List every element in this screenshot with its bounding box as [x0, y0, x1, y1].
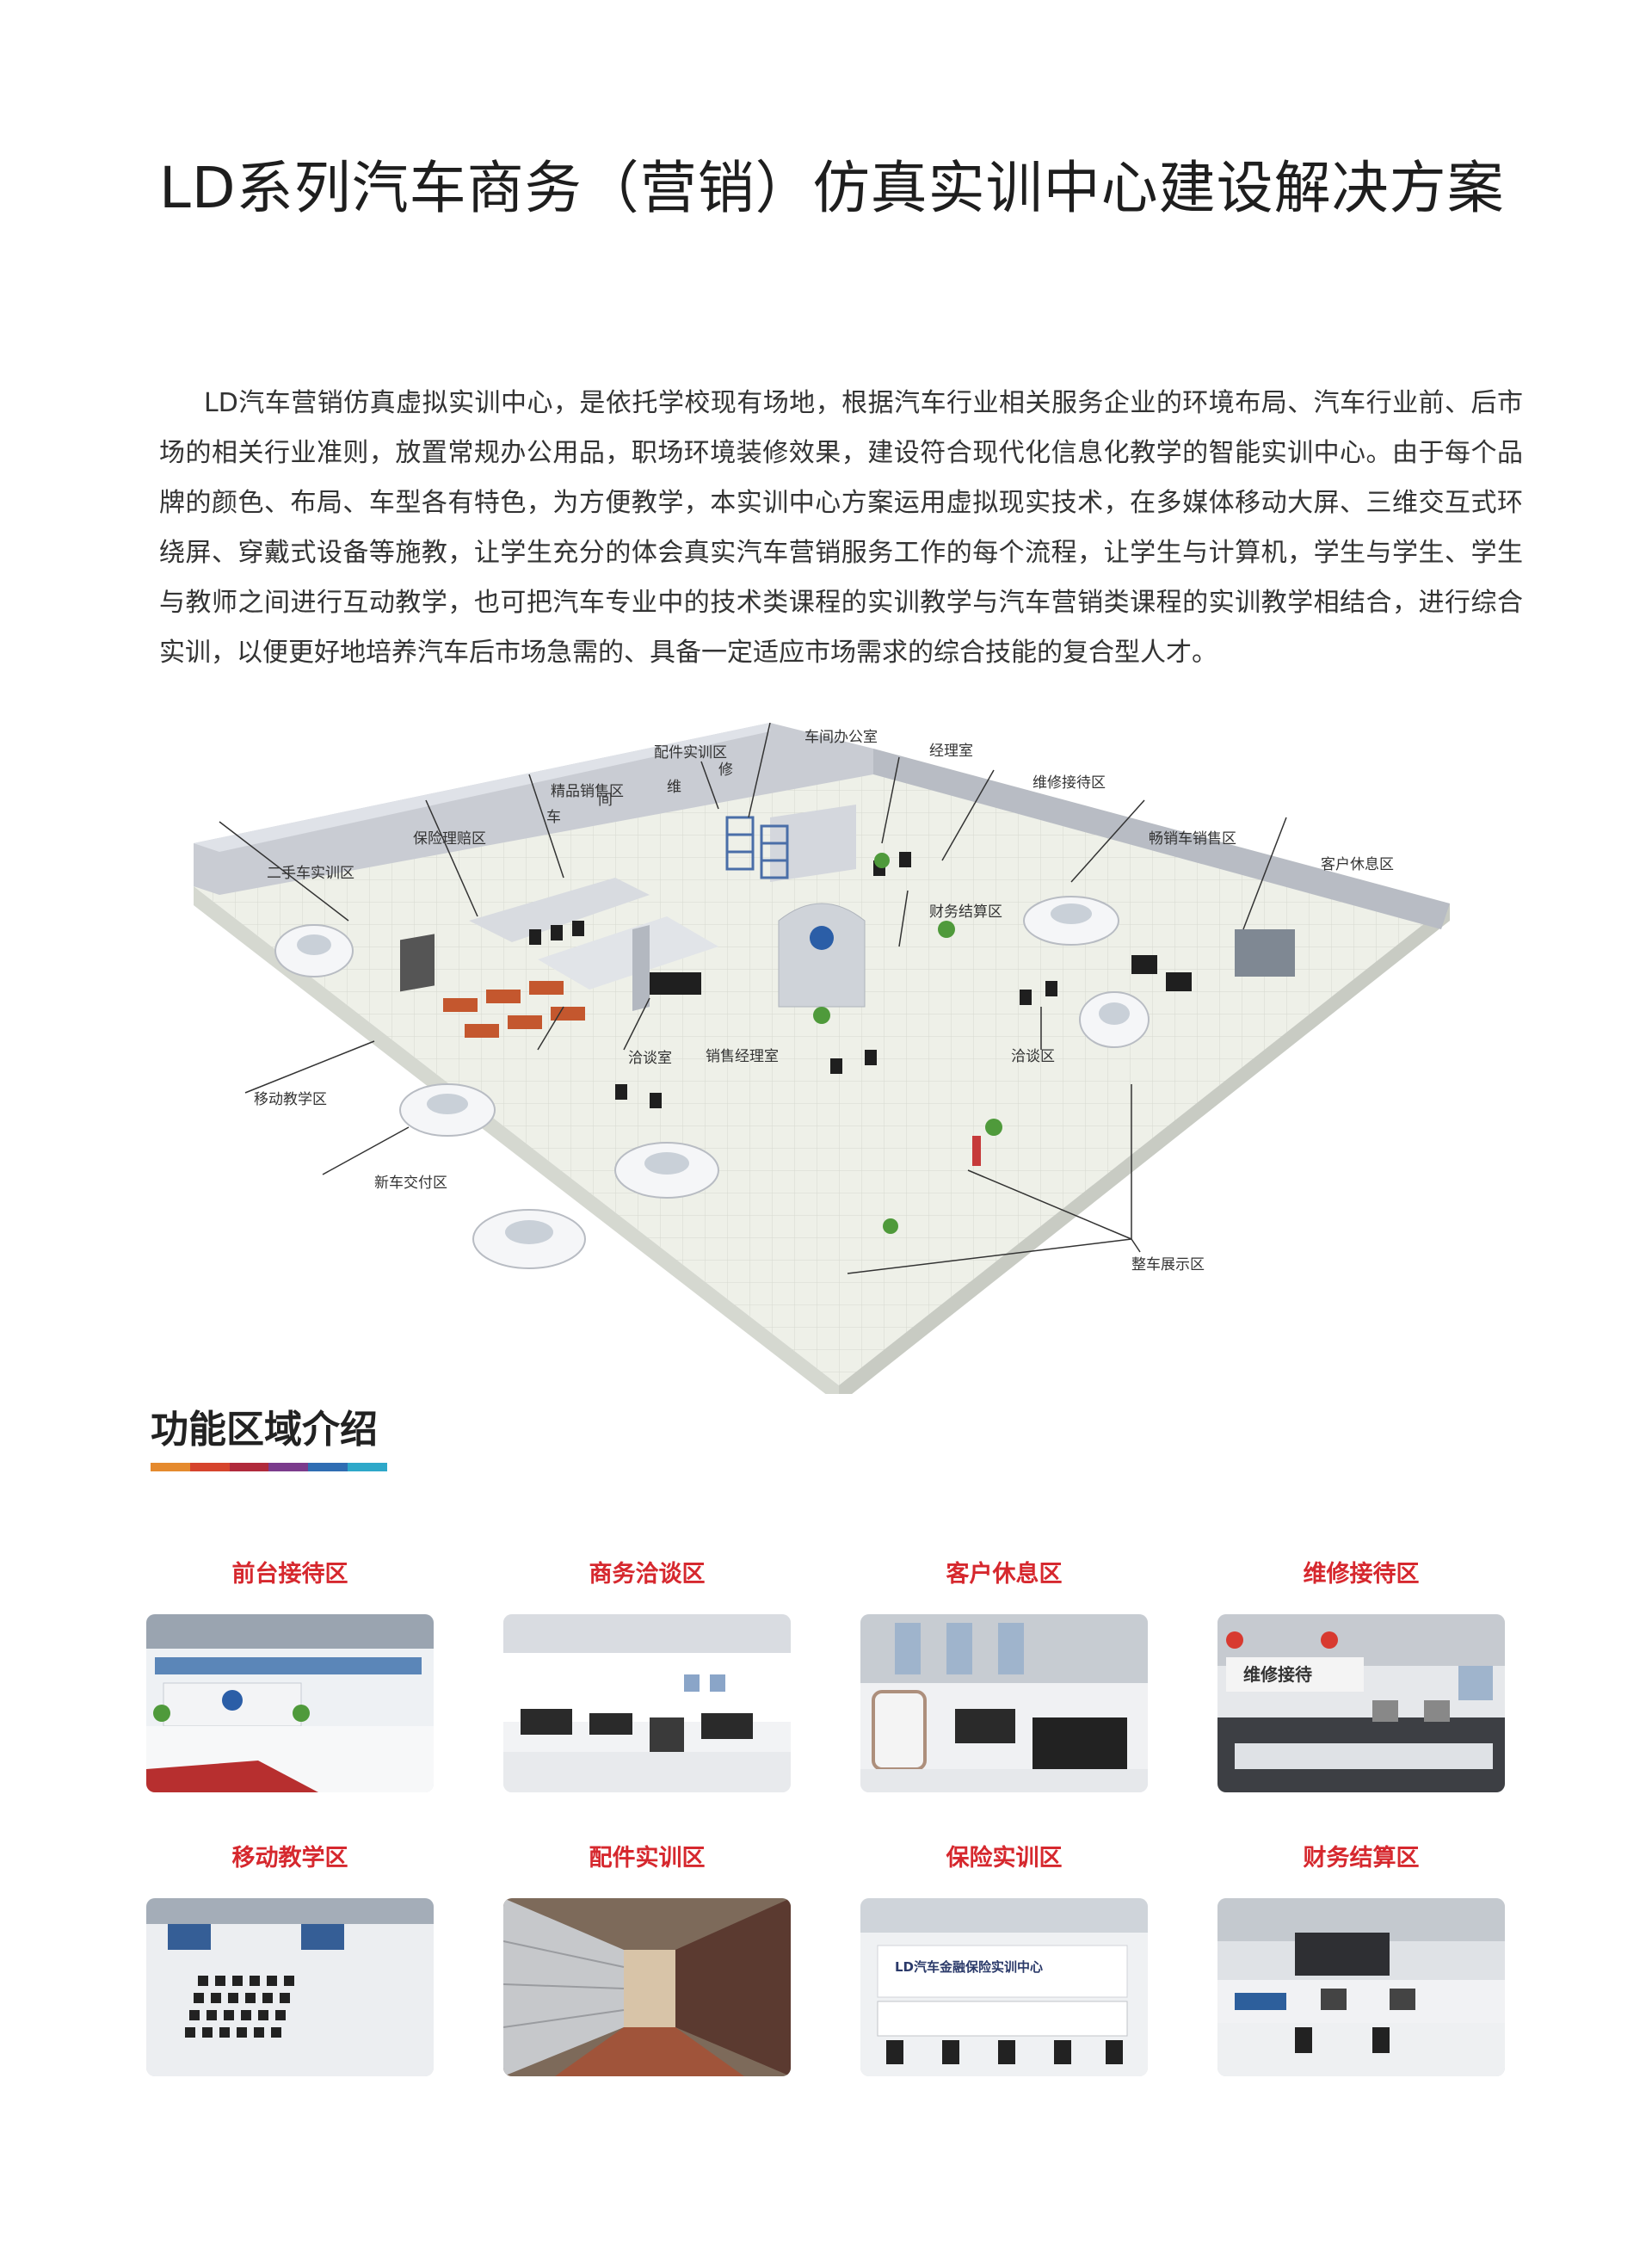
bar-segment — [151, 1463, 190, 1471]
zone-photo — [1217, 1898, 1505, 2076]
label-parts-training: 配件实训区 — [654, 744, 727, 762]
bar-segment — [268, 1463, 309, 1471]
label-repair-reception: 维修接待区 — [1032, 774, 1106, 792]
label-used-car: 二手车实训区 — [267, 865, 354, 882]
zone-caption: 前台接待区 — [231, 1561, 348, 1588]
zone-card-finance-settlement: 财务结算区 — [1217, 1841, 1505, 2076]
zone-card-repair-reception: 维修接待区 维修接待 — [1217, 1557, 1505, 1792]
label-manager-room: 经理室 — [929, 743, 973, 760]
bar-segment — [348, 1463, 387, 1471]
zone-photo — [860, 1614, 1148, 1792]
zone-card-insurance-training: 保险实训区 LD汽车金融保险实训中心 — [860, 1841, 1148, 2076]
label-customer-lounge: 客户休息区 — [1321, 856, 1394, 873]
zone-photo — [503, 1614, 791, 1792]
zone-caption: 客户休息区 — [946, 1561, 1063, 1588]
zone-caption: 移动教学区 — [231, 1845, 348, 1872]
zone-caption: 财务结算区 — [1303, 1845, 1420, 1872]
bar-segment — [308, 1463, 348, 1471]
wall-char: 车 — [546, 809, 561, 826]
label-workshop-office: 车间办公室 — [804, 729, 878, 746]
bar-segment — [189, 1463, 230, 1471]
label-insurance-claims: 保险理赔区 — [413, 830, 486, 848]
page-title: LD系列汽车商务（营销）仿真实训中心建设解决方案 — [159, 155, 1505, 221]
photo-sign: LD汽车金融保险实训中心 — [895, 1959, 1043, 1975]
label-boutique-sales: 精品销售区 — [551, 783, 624, 800]
label-finance-settlement: 财务结算区 — [929, 903, 1002, 921]
label-mobile-teaching: 移动教学区 — [254, 1091, 327, 1108]
label-negotiation-area: 洽谈区 — [1011, 1048, 1055, 1065]
section-color-bar — [151, 1463, 387, 1471]
zone-photo — [503, 1898, 791, 2076]
floor — [194, 749, 1450, 1385]
wall-char: 间 — [598, 792, 613, 809]
bar-segment — [229, 1463, 269, 1471]
label-new-car-delivery: 新车交付区 — [374, 1175, 447, 1192]
section-heading: 功能区域介绍 — [151, 1408, 378, 1452]
label-hot-sales: 畅销车销售区 — [1149, 830, 1236, 848]
zone-caption: 商务洽谈区 — [589, 1561, 706, 1588]
wall-char: 修 — [718, 762, 733, 779]
zone-photo: LD汽车金融保险实训中心 — [860, 1898, 1148, 2076]
zone-card-parts-training: 配件实训区 — [503, 1841, 791, 2076]
zone-card-customer-lounge: 客户休息区 — [860, 1557, 1148, 1792]
floor-plan: 车 间 维 修 — [168, 723, 1510, 1394]
zone-caption: 维修接待区 — [1303, 1561, 1420, 1588]
label-negotiation-room: 洽谈室 — [628, 1050, 672, 1067]
zone-card-business-negotiation: 商务洽谈区 — [503, 1557, 791, 1792]
zone-card-front-desk: 前台接待区 — [146, 1557, 434, 1792]
label-sales-manager: 销售经理室 — [706, 1048, 779, 1065]
zone-caption: 保险实训区 — [946, 1845, 1063, 1872]
label-vehicle-display: 整车展示区 — [1131, 1256, 1205, 1273]
zone-photo — [146, 1614, 434, 1792]
zone-photo: 维修接待 — [1217, 1614, 1505, 1792]
wall-char: 维 — [667, 779, 681, 796]
photo-sign: 维修接待 — [1243, 1664, 1312, 1685]
zone-card-mobile-teaching: 移动教学区 — [146, 1841, 434, 2076]
back-wall-right — [873, 749, 1450, 929]
zone-photo — [146, 1898, 434, 2076]
intro-paragraph: LD汽车营销仿真虚拟实训中心，是依托学校现有场地，根据汽车行业相关服务企业的环境… — [159, 388, 1523, 668]
zone-caption: 配件实训区 — [589, 1845, 706, 1872]
brand-arch — [778, 903, 866, 1008]
